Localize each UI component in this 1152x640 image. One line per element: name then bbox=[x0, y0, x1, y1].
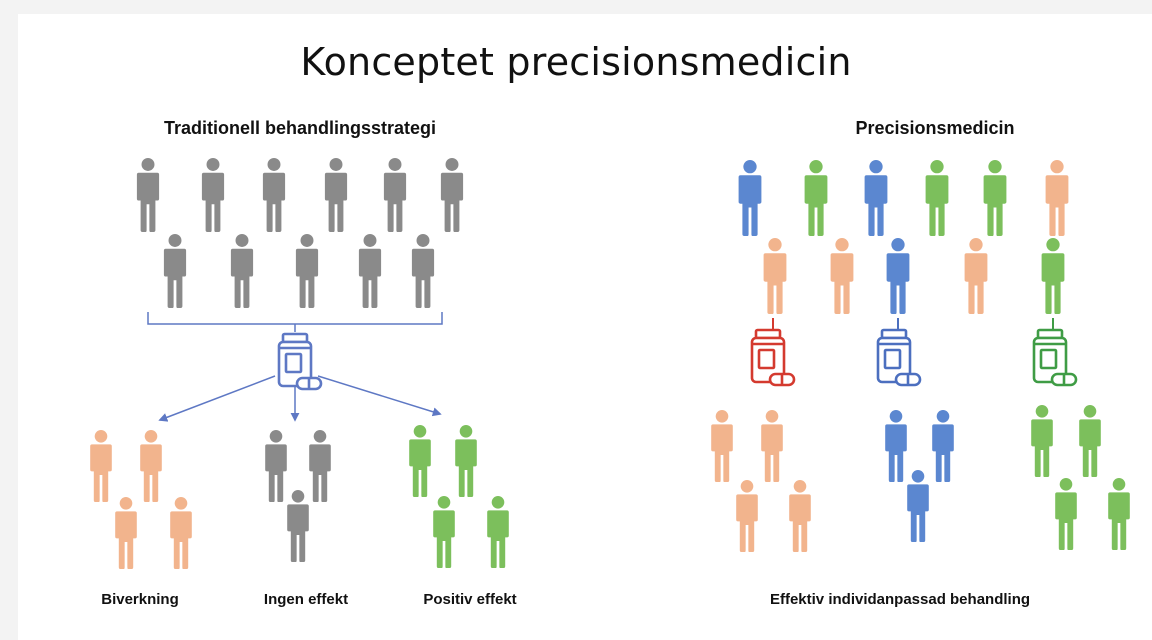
orange-person bbox=[789, 480, 811, 552]
outcome-label-side-effect: Biverkning bbox=[101, 591, 179, 608]
gray-person bbox=[440, 158, 464, 232]
right-panel-heading: Precisionsmedicin bbox=[855, 118, 1015, 138]
blue-person bbox=[864, 160, 888, 236]
orange-person bbox=[90, 430, 112, 502]
green-person bbox=[983, 160, 1007, 236]
pill-bottle-red-icon bbox=[750, 328, 796, 387]
gray-person bbox=[287, 490, 309, 562]
green-person bbox=[1108, 478, 1130, 550]
gray-person bbox=[265, 430, 287, 502]
blue-person bbox=[907, 470, 929, 542]
green-person bbox=[409, 425, 431, 497]
gray-person bbox=[383, 158, 407, 232]
blue-person bbox=[932, 410, 954, 482]
pill-bottle-icon bbox=[277, 332, 323, 391]
outcome-arrow bbox=[158, 375, 276, 422]
green-person bbox=[1055, 478, 1077, 550]
blue-person bbox=[738, 160, 762, 236]
gray-person bbox=[309, 430, 331, 502]
gray-person bbox=[295, 234, 319, 308]
page-title: Konceptet precisionsmedicin bbox=[300, 40, 852, 84]
orange-person bbox=[830, 238, 854, 314]
orange-person bbox=[964, 238, 988, 314]
orange-person bbox=[763, 238, 787, 314]
gray-person bbox=[201, 158, 225, 232]
green-person bbox=[433, 496, 455, 568]
orange-person bbox=[140, 430, 162, 502]
orange-person bbox=[711, 410, 733, 482]
green-person bbox=[1079, 405, 1101, 477]
green-person bbox=[925, 160, 949, 236]
outcome-label-no-effect: Ingen effekt bbox=[263, 591, 349, 608]
orange-person bbox=[1045, 160, 1069, 236]
orange-person bbox=[736, 480, 758, 552]
left-panel-heading: Traditionell behandlingsstrategi bbox=[163, 118, 437, 138]
blue-person bbox=[885, 410, 907, 482]
green-person bbox=[804, 160, 828, 236]
gray-person bbox=[230, 234, 254, 308]
green-person bbox=[455, 425, 477, 497]
precision-caption: Effektiv individanpassad behandling bbox=[769, 591, 1031, 608]
green-person bbox=[487, 496, 509, 568]
blue-person bbox=[886, 238, 910, 314]
gray-person bbox=[136, 158, 160, 232]
gray-person bbox=[262, 158, 286, 232]
orange-person bbox=[170, 497, 192, 569]
diagram-card bbox=[18, 14, 1152, 640]
green-person bbox=[1031, 405, 1053, 477]
orange-person bbox=[761, 410, 783, 482]
gray-person bbox=[411, 234, 435, 308]
outcome-arrow bbox=[317, 375, 442, 417]
gray-person bbox=[324, 158, 348, 232]
pill-bottle-blue-icon bbox=[876, 328, 922, 387]
group-bracket bbox=[147, 312, 443, 325]
green-person bbox=[1041, 238, 1065, 314]
outcome-label-positive-effect: Positiv effekt bbox=[423, 591, 517, 608]
pill-bottle-green-icon bbox=[1032, 328, 1078, 387]
orange-person bbox=[115, 497, 137, 569]
gray-person bbox=[358, 234, 382, 308]
gray-person bbox=[163, 234, 187, 308]
